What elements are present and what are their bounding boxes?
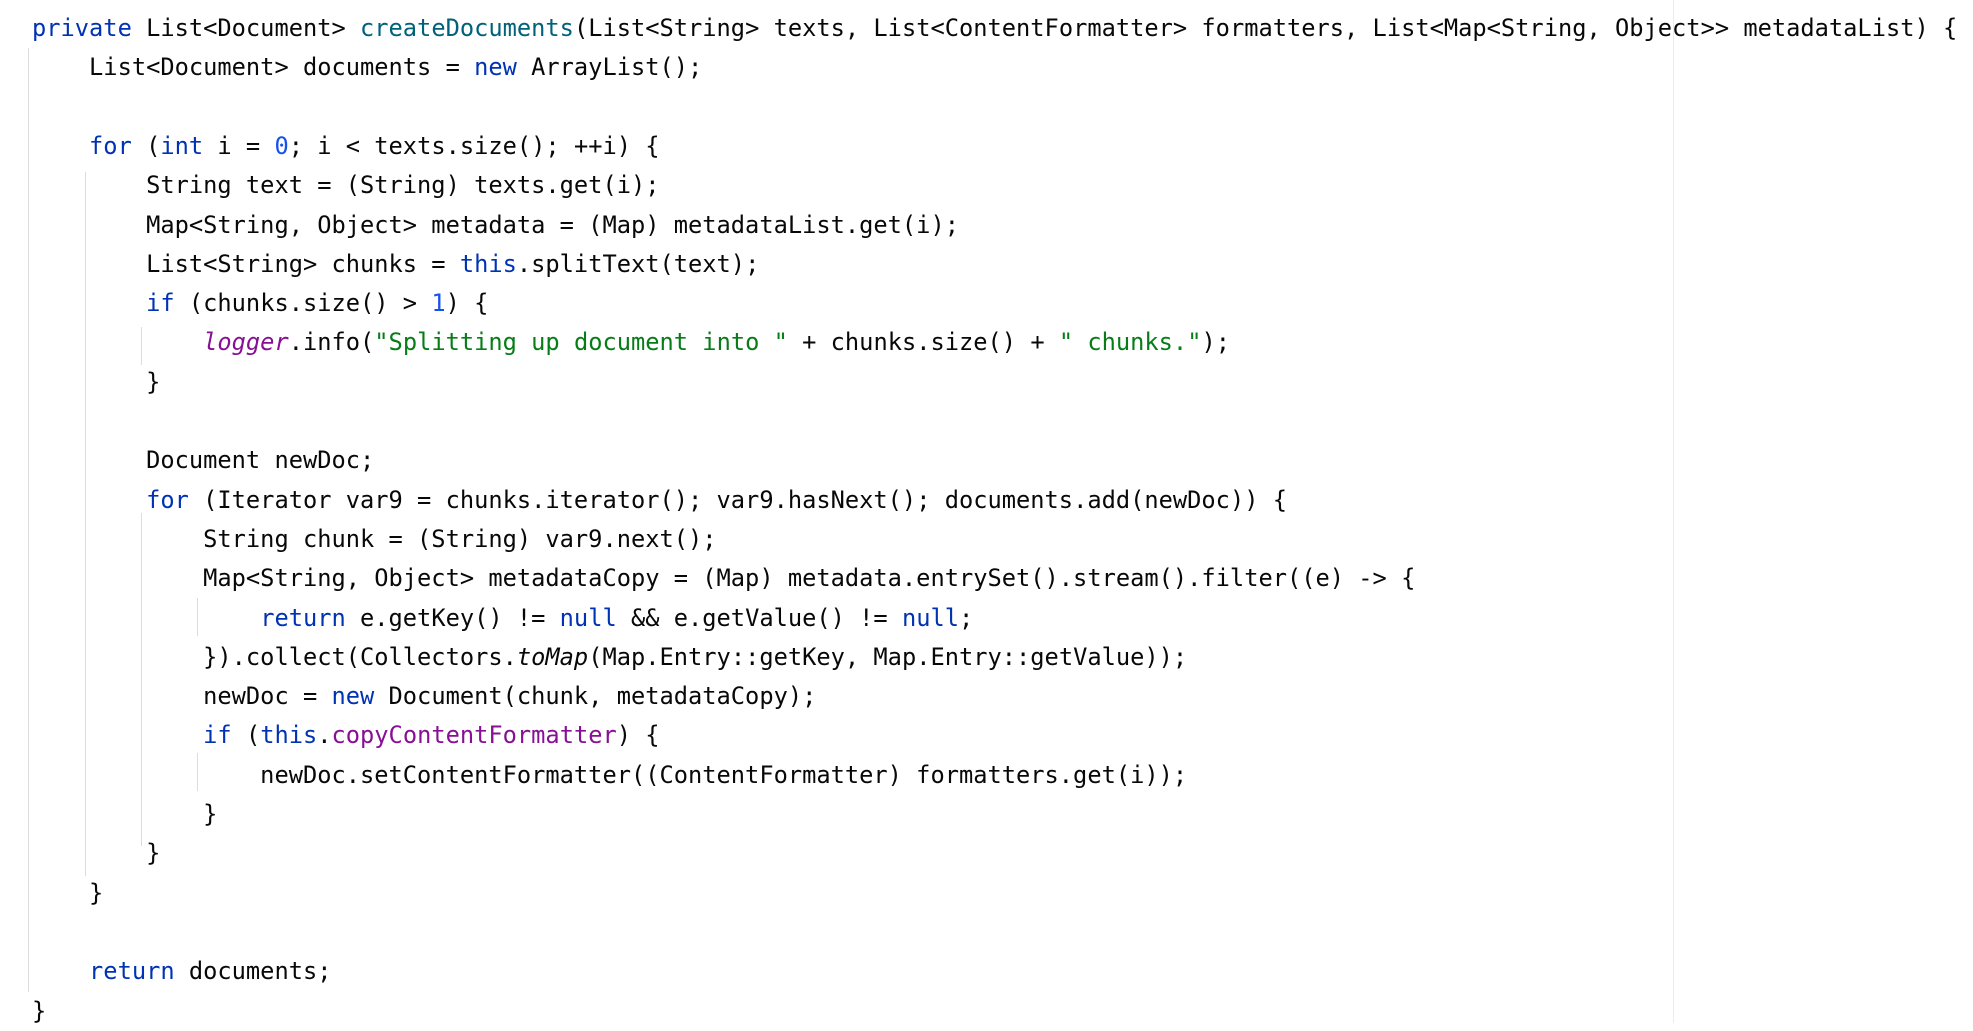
code-token: .info( [288, 328, 375, 357]
code-token: (chunks.size() > [188, 289, 432, 318]
code-token: ; [959, 603, 974, 632]
code-token: return [260, 603, 361, 632]
code-token: && e.getValue() != [616, 603, 902, 632]
code-token: return [89, 957, 189, 986]
code-line: String text = (String) texts.get(i); [32, 166, 660, 205]
code-token: if [146, 289, 189, 318]
indent-guide [141, 513, 142, 846]
code-token: " chunks." [1058, 328, 1202, 357]
code-token: String chunk = (String) var9.next(); [32, 524, 717, 553]
code-token: if [203, 721, 246, 750]
code-token: null [901, 603, 959, 632]
code-token: this [459, 249, 517, 278]
code-line: Document newDoc; [32, 441, 374, 480]
code-line: newDoc.setContentFormatter((ContentForma… [32, 756, 1187, 795]
indent-guide [28, 48, 29, 992]
code-token: e.getKey() != [360, 603, 560, 632]
code-token: null [559, 603, 617, 632]
code-token [32, 328, 203, 356]
code-line: List<String> chunks = this.splitText(tex… [32, 245, 759, 284]
code-token: for [146, 485, 204, 514]
code-token: ( [146, 131, 161, 160]
code-line: Map<String, Object> metadata = (Map) met… [32, 206, 959, 245]
code-token: newDoc = [32, 682, 332, 711]
code-token: this [260, 721, 318, 750]
code-line: String chunk = (String) var9.next(); [32, 520, 717, 559]
code-line: } [32, 874, 103, 913]
code-token: ; i < texts.size(); ++i) { [288, 131, 660, 160]
code-line: for (Iterator var9 = chunks.iterator(); … [32, 481, 1287, 520]
code-token: List<Document> [146, 14, 361, 42]
code-token [32, 132, 89, 160]
code-line: if (this.copyContentFormatter) { [32, 716, 660, 755]
code-token: private [32, 14, 147, 42]
code-token [32, 604, 260, 632]
code-line: } [32, 795, 217, 834]
code-token: createDocuments [360, 14, 574, 42]
indent-guide [197, 598, 198, 636]
code-token: List<Document> documents = [32, 53, 475, 82]
code-line: }).collect(Collectors.toMap(Map.Entry::g… [32, 638, 1187, 677]
code-token: ArrayList(); [531, 53, 703, 82]
code-token: + chunks.size() + [787, 328, 1059, 357]
code-token: (Map.Entry::getKey, Map.Entry::getValue)… [588, 642, 1188, 671]
code-token: ) { [616, 721, 660, 750]
code-line: return e.getKey() != null && e.getValue(… [32, 599, 973, 638]
code-token: documents; [188, 957, 332, 986]
code-token [32, 957, 89, 985]
code-token: new [331, 682, 389, 711]
indent-guide [141, 327, 142, 365]
code-line: return documents; [32, 952, 332, 991]
code-token: Map<String, Object> metadataCopy = (Map)… [32, 564, 1416, 593]
code-token: } [32, 996, 47, 1025]
code-token: ( [245, 721, 261, 750]
code-token: newDoc.setContentFormatter((ContentForma… [32, 760, 1188, 789]
code-token: toMap [516, 642, 589, 671]
right-margin-guide [1673, 0, 1674, 1023]
code-token: } [32, 800, 218, 828]
code-token: List<String> chunks = [32, 249, 460, 278]
code-line: } [32, 992, 46, 1031]
code-token: i = [217, 131, 275, 160]
code-token: logger [203, 328, 289, 357]
code-token: (List<String> texts, List<ContentFormatt… [573, 14, 1958, 42]
code-token: String text = (String) texts.get(i); [32, 171, 660, 200]
code-token: 0 [274, 131, 289, 160]
indent-guide [197, 753, 198, 791]
code-line: } [32, 834, 160, 873]
code-line: private List<Document> createDocuments(L… [32, 9, 1957, 48]
code-token: for [89, 131, 147, 160]
code-token: } [32, 839, 161, 868]
code-line: List<Document> documents = new ArrayList… [32, 48, 702, 87]
code-line: newDoc = new Document(chunk, metadataCop… [32, 677, 816, 716]
code-token: Document newDoc; [32, 446, 375, 475]
code-line: for (int i = 0; i < texts.size(); ++i) { [32, 127, 660, 166]
code-token: ) { [445, 289, 489, 318]
code-line: Map<String, Object> metadataCopy = (Map)… [32, 559, 1415, 598]
code-token: .splitText(text); [516, 249, 760, 278]
code-token: . [317, 721, 332, 750]
code-token: int [160, 131, 218, 160]
indent-guide [85, 172, 86, 876]
code-token: } [32, 367, 161, 396]
code-token: Document(chunk, metadataCopy); [388, 682, 817, 711]
code-token: (Iterator var9 = chunks.iterator(); var9… [203, 485, 1287, 514]
code-line: logger.info("Splitting up document into … [32, 323, 1230, 362]
code-token: new [474, 53, 532, 82]
code-token: ); [1201, 328, 1230, 357]
code-token: Map<String, Object> metadata = (Map) met… [32, 210, 959, 239]
code-line: } [32, 363, 160, 402]
code-token: }).collect(Collectors. [32, 642, 517, 671]
code-line: if (chunks.size() > 1) { [32, 284, 488, 323]
code-token [32, 289, 146, 317]
code-token: 1 [431, 289, 446, 318]
code-token: "Splitting up document into " [374, 328, 788, 357]
code-token [32, 486, 146, 514]
code-token [32, 721, 203, 749]
code-token: } [32, 878, 104, 907]
code-token: copyContentFormatter [331, 721, 617, 750]
